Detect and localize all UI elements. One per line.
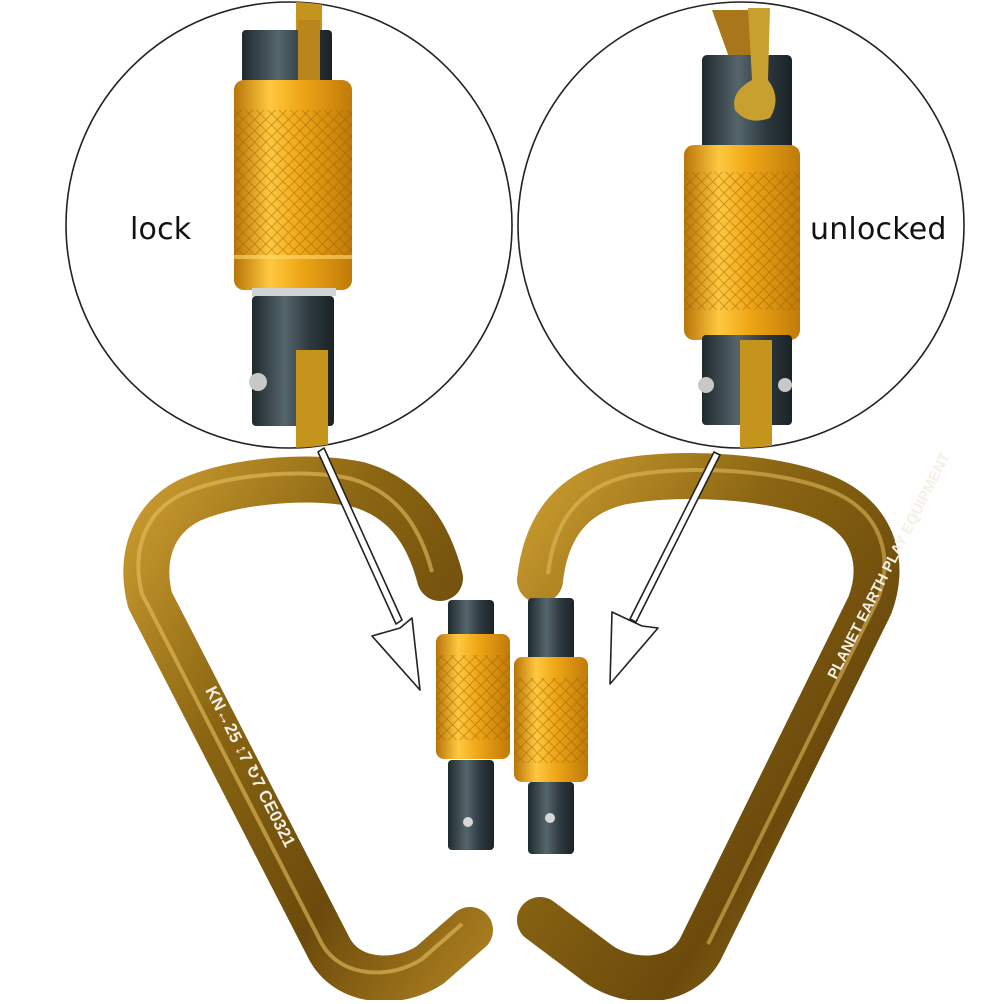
- arrow-to-right-gate: [609, 451, 721, 685]
- right-gate: [514, 598, 588, 854]
- right-carabiner: PLANET EARTH PLAY EQUIPMENT: [517, 450, 954, 1002]
- locked-inset: [65, 1, 513, 449]
- unlocked-label: unlocked: [810, 212, 947, 247]
- unlocked-inset: [517, 1, 965, 449]
- left-gate: [436, 600, 510, 850]
- locked-label: lock: [130, 212, 192, 247]
- left-carabiner: KN↔25 ↕7 ↻7 CE0321: [123, 456, 493, 1002]
- arrow-to-left-gate: [317, 447, 421, 691]
